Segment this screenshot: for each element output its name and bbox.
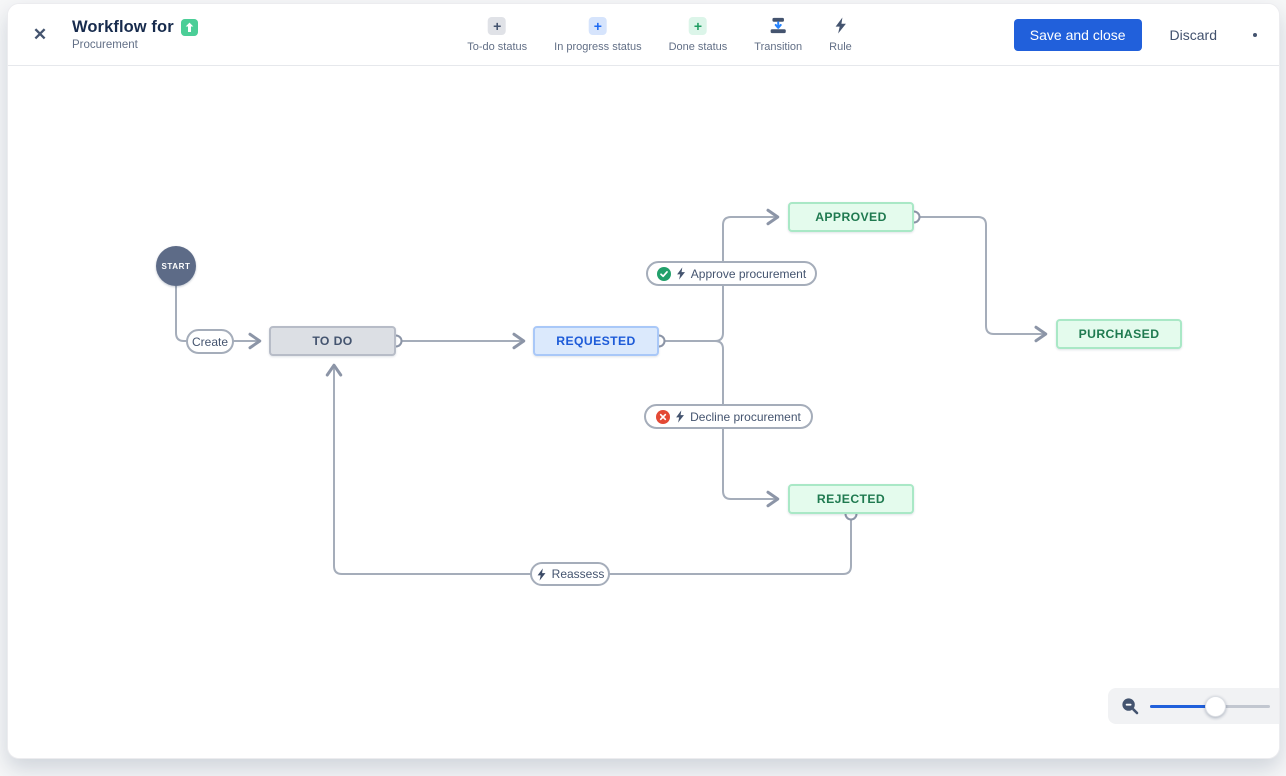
transition-icon (770, 17, 787, 35)
zoom-control (1108, 688, 1279, 724)
plus-in-progress-status-icon: + (588, 16, 607, 35)
zoom-slider-thumb[interactable] (1205, 695, 1226, 717)
plus-todo-status-icon: + (488, 16, 507, 35)
status-node-rejected[interactable]: REJECTED (788, 484, 914, 514)
title-block: Workflow for Procurement (72, 18, 198, 51)
rule-lightning-icon (833, 17, 847, 35)
x-circle-icon (656, 409, 671, 424)
transition-label: Create (191, 334, 229, 349)
lightning-icon (676, 267, 686, 280)
add-done-status-button[interactable]: + Done status (668, 16, 728, 53)
edge-start-to-todo-part1 (175, 286, 192, 342)
toolbar-label: To-do status (467, 40, 528, 53)
transition-label: Reassess (551, 567, 605, 581)
status-node-requested[interactable]: REQUESTED (533, 326, 659, 356)
transition-label: Decline procurement (690, 409, 801, 424)
save-and-close-button[interactable]: Save and close (1013, 18, 1142, 51)
magnifier-minus-icon[interactable] (1120, 696, 1140, 716)
lightning-icon (675, 410, 685, 423)
zoom-slider[interactable] (1150, 688, 1279, 724)
add-in-progress-status-button[interactable]: + In progress status (554, 16, 642, 53)
status-node-todo[interactable]: TO DO (269, 326, 396, 356)
palette-toolbar: + To-do status + In progress status + Do… (467, 16, 852, 53)
up-arrow-green-icon (180, 19, 198, 36)
toolbar-label: In progress status (554, 40, 642, 53)
workflow-editor-window: ✕ Workflow for Procurement + To-do statu… (7, 3, 1280, 759)
toolbar-label: Rule (829, 40, 852, 53)
lightning-icon (536, 567, 547, 581)
page-subtitle: Procurement (72, 39, 138, 51)
transition-decline-procurement[interactable]: Decline procurement (644, 404, 813, 429)
status-node-approved[interactable]: APPROVED (788, 202, 914, 232)
toolbar-label: Done status (668, 40, 728, 53)
edge-rejected-to-todo (325, 363, 852, 575)
add-todo-status-button[interactable]: + To-do status (467, 16, 528, 53)
edge-approved-to-purchased (919, 216, 1048, 343)
add-rule-button[interactable]: Rule (829, 17, 852, 53)
add-transition-button[interactable]: Transition (754, 17, 802, 53)
close-button[interactable]: ✕ (24, 19, 56, 51)
more-indicator-dot (1253, 32, 1257, 37)
transition-approve-procurement[interactable]: Approve procurement (646, 261, 817, 286)
transition-label: Approve procurement (690, 266, 807, 281)
transition-reassess[interactable]: Reassess (530, 562, 610, 586)
plus-done-status-icon: + (688, 16, 707, 35)
header-actions: Save and close Discard (1013, 18, 1263, 51)
editor-header: ✕ Workflow for Procurement + To-do statu… (8, 4, 1279, 66)
transition-create[interactable]: Create (186, 329, 234, 354)
discard-button[interactable]: Discard (1162, 21, 1225, 49)
status-node-purchased[interactable]: PURCHASED (1056, 319, 1182, 349)
workflow-canvas[interactable]: START TO DO REQUESTED APPROVED PURCHASED… (8, 66, 1279, 758)
check-circle-icon (656, 266, 671, 281)
page-title: Workflow for (72, 18, 174, 36)
zoom-slider-fill (1150, 704, 1216, 708)
toolbar-label: Transition (754, 40, 803, 53)
start-node[interactable]: START (156, 246, 196, 286)
